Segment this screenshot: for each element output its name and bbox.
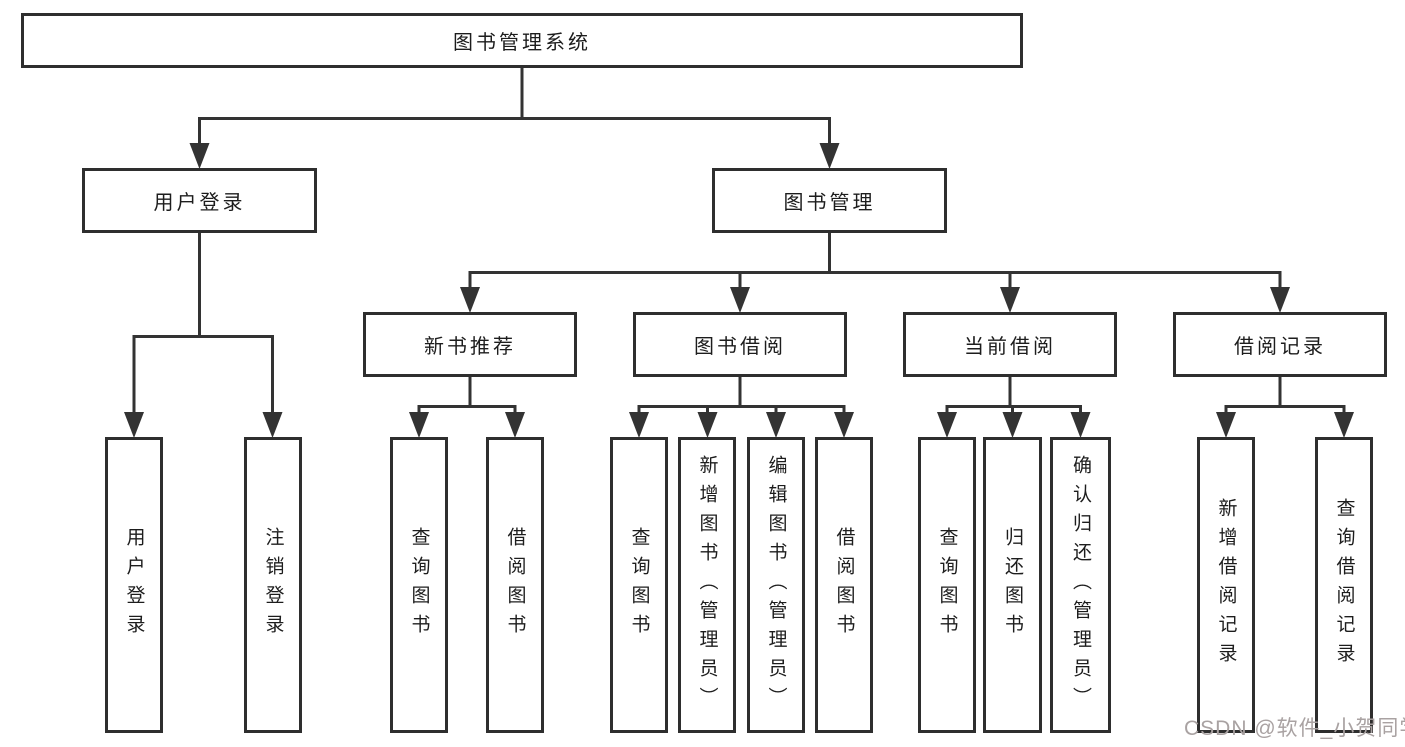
node-book-borrow: 图书借阅 [633, 312, 847, 377]
node-book-borrow-label: 图书借阅 [694, 336, 786, 358]
node-current-borrow-label: 当前借阅 [964, 336, 1056, 358]
node-user-login-label: 用户登录 [153, 192, 246, 214]
leaf-br-add-record: 新增借阅记录 [1197, 437, 1255, 733]
leaf-br-query-record-label: 查询借阅记录 [1333, 498, 1355, 672]
leaf-cb-return-books-label: 归还图书 [1002, 527, 1023, 643]
leaf-user-login: 用户登录 [105, 437, 163, 733]
leaf-nbr-query-books: 查询图书 [390, 437, 448, 733]
leaf-bb-query-books-label: 查询图书 [628, 527, 650, 643]
leaf-bb-add-books-admin: 新增图书（管理员） [678, 437, 736, 733]
leaf-bb-borrow-books: 借阅图书 [815, 437, 873, 733]
leaf-nbr-borrow-books: 借阅图书 [486, 437, 544, 733]
leaf-cb-confirm-return-admin: 确认归还（管理员） [1050, 437, 1111, 733]
leaf-bb-add-books-admin-label: 新增图书（管理员） [696, 454, 718, 716]
leaf-br-query-record: 查询借阅记录 [1315, 437, 1373, 733]
leaf-nbr-borrow-books-label: 借阅图书 [504, 527, 526, 643]
leaf-bb-query-books: 查询图书 [610, 437, 668, 733]
node-current-borrow: 当前借阅 [903, 312, 1117, 377]
leaf-user-login-label: 用户登录 [123, 527, 145, 643]
csdn-watermark: CSDN @软件_小贺同学 [1184, 717, 1405, 740]
leaf-logout-label: 注销登录 [262, 527, 284, 643]
node-borrow-records-label: 借阅记录 [1234, 336, 1326, 358]
node-root: 图书管理系统 [21, 13, 1023, 68]
leaf-cb-query-books: 查询图书 [918, 437, 976, 733]
node-book-management-label: 图书管理 [783, 192, 876, 214]
leaf-cb-confirm-return-admin-label: 确认归还（管理员） [1070, 454, 1091, 716]
node-root-label: 图书管理系统 [453, 32, 591, 54]
leaf-bb-edit-books-admin: 编辑图书（管理员） [747, 437, 805, 733]
node-new-book-recommend-label: 新书推荐 [424, 336, 516, 358]
leaf-cb-query-books-label: 查询图书 [936, 527, 958, 643]
leaf-cb-return-books: 归还图书 [983, 437, 1042, 733]
node-borrow-records: 借阅记录 [1173, 312, 1387, 377]
node-book-management: 图书管理 [712, 168, 947, 233]
leaf-br-add-record-label: 新增借阅记录 [1215, 498, 1237, 672]
node-new-book-recommend: 新书推荐 [363, 312, 577, 377]
node-user-login: 用户登录 [82, 168, 317, 233]
leaf-bb-borrow-books-label: 借阅图书 [833, 527, 855, 643]
leaf-nbr-query-books-label: 查询图书 [408, 527, 430, 643]
leaf-bb-edit-books-admin-label: 编辑图书（管理员） [765, 454, 787, 716]
leaf-logout: 注销登录 [244, 437, 302, 733]
